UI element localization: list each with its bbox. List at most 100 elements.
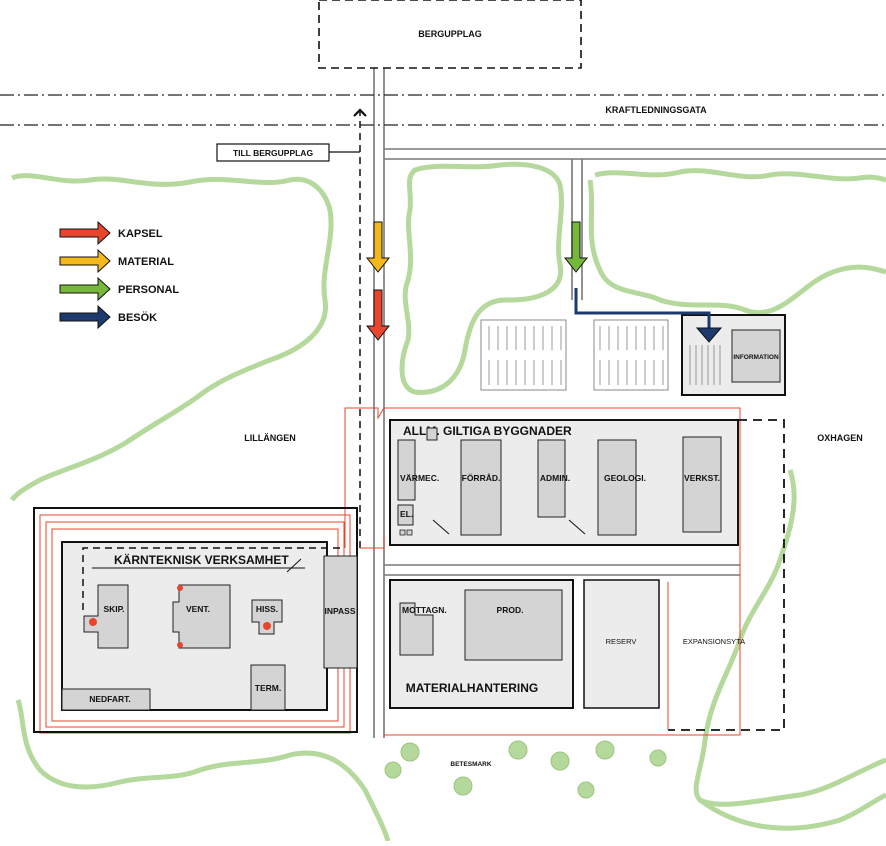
bergupplag-label: BERGUPPLAG <box>418 29 482 39</box>
gate-marks <box>432 519 586 535</box>
vegetation-central-patch <box>399 161 564 395</box>
till-bergupplag-label: TILL BERGUPPLAG <box>233 148 314 158</box>
besok-arrow-head <box>695 327 723 343</box>
el-unit <box>406 529 413 536</box>
verkst-label: VERKST. <box>684 473 720 483</box>
bergupplag-area <box>318 0 582 69</box>
admin-building <box>537 439 566 518</box>
tree <box>577 781 595 799</box>
varmec-label: VÄRMEC. <box>400 473 439 483</box>
hiss-marker <box>263 622 271 630</box>
parking-stripes <box>488 326 664 385</box>
vent-marker <box>177 585 183 591</box>
gate-mark <box>568 519 586 535</box>
hiss-building <box>251 599 283 635</box>
kraftledningsgata-label: KRAFTLEDNINGSGATA <box>605 105 707 115</box>
information-label: INFORMATION <box>733 354 779 361</box>
roads <box>373 68 886 738</box>
vegetation-east-edge <box>587 179 886 316</box>
vegetation-north-west <box>9 173 334 502</box>
tree <box>595 740 615 760</box>
admin-label: ADMIN. <box>540 473 570 483</box>
parking-lot-east <box>593 319 669 391</box>
el-unit <box>399 529 406 536</box>
personal-flow-arrow <box>563 221 589 273</box>
forrad-label: FÖRRÅD. <box>462 473 501 483</box>
lillangen-label: LILLÄNGEN <box>244 433 296 443</box>
trees <box>384 740 667 799</box>
power-line <box>0 94 886 126</box>
forrad-building <box>460 439 502 536</box>
geologi-building <box>597 439 637 536</box>
el-label: EL. <box>400 509 413 519</box>
term-label: TERM. <box>255 683 281 693</box>
vent-marker <box>177 642 183 648</box>
prod-label: PROD. <box>497 605 524 615</box>
material-flow-arrow <box>365 221 391 273</box>
oxhagen-label: OXHAGEN <box>817 433 863 443</box>
varmec-building <box>397 439 416 501</box>
flow-arrows <box>365 221 589 341</box>
parking-lot-west <box>480 319 567 391</box>
betesmark-label: BETESMARK <box>450 761 491 768</box>
kapsel-dashed-route <box>82 547 345 610</box>
skip-label: SKIP. <box>103 604 124 614</box>
legend-arrow <box>59 220 111 246</box>
legend-arrow <box>59 304 111 330</box>
kapsel-flow-arrow <box>365 289 391 341</box>
tree <box>550 751 570 771</box>
vegetation-north-east <box>594 168 886 183</box>
verkst-building <box>682 436 722 533</box>
fence-west-3 <box>51 528 339 722</box>
el-building <box>397 504 414 526</box>
parking-area <box>480 319 669 391</box>
vent-building <box>172 584 231 649</box>
legend-label: KAPSEL <box>118 228 163 240</box>
information-building <box>731 329 781 383</box>
karnteknisk-label: KÄRNTEKNISK VERKSAMHET <box>114 552 289 567</box>
fence-west-2 <box>45 521 345 728</box>
gate-mark <box>286 558 302 573</box>
vegetation-south-east <box>698 792 886 831</box>
vegetation-outlines <box>9 161 886 842</box>
vegetation-west-south <box>15 699 391 842</box>
legend-label: BESÖK <box>118 311 157 324</box>
geologi-label: GEOLOGI. <box>604 473 646 483</box>
vent-label: VENT. <box>186 604 210 614</box>
fence-connector <box>360 535 385 549</box>
skip-building <box>83 584 129 649</box>
expansion-dashed-outline <box>668 419 785 731</box>
tree <box>508 740 528 760</box>
term-building <box>250 664 286 711</box>
inpass-label: INPASS <box>324 606 355 616</box>
tree <box>400 742 420 762</box>
allm-giltiga-label: ALLM. GILTIGA BYGGNADER <box>403 424 572 438</box>
besok-route <box>574 288 711 328</box>
tree <box>649 749 667 767</box>
small-building <box>426 427 438 441</box>
reserv-label: RESERV <box>606 637 637 646</box>
tree <box>453 776 473 796</box>
fence-outer <box>344 407 741 738</box>
expansionsyta-label: EXPANSIONSYTA <box>683 637 745 646</box>
legend-label: PERSONAL <box>118 284 179 296</box>
hiss-label: HISS. <box>256 604 278 614</box>
reserv-building <box>583 579 660 709</box>
prod-building <box>464 589 563 661</box>
vegetation-east-lower <box>693 469 886 807</box>
legend-arrow <box>59 276 111 302</box>
skip-marker <box>89 618 97 626</box>
inpass-building <box>323 555 358 669</box>
legend-arrow <box>59 248 111 274</box>
information-stripes <box>689 345 721 385</box>
materialhantering-label: MATERIALHANTERING <box>406 681 538 695</box>
gate-mark <box>432 519 450 535</box>
nedfart-label: NEDFART. <box>89 694 131 704</box>
nedfart-building <box>61 688 151 711</box>
tree <box>384 761 402 779</box>
mottagn-label: MOTTAGN. <box>402 605 447 615</box>
mottagn-building <box>399 602 434 656</box>
